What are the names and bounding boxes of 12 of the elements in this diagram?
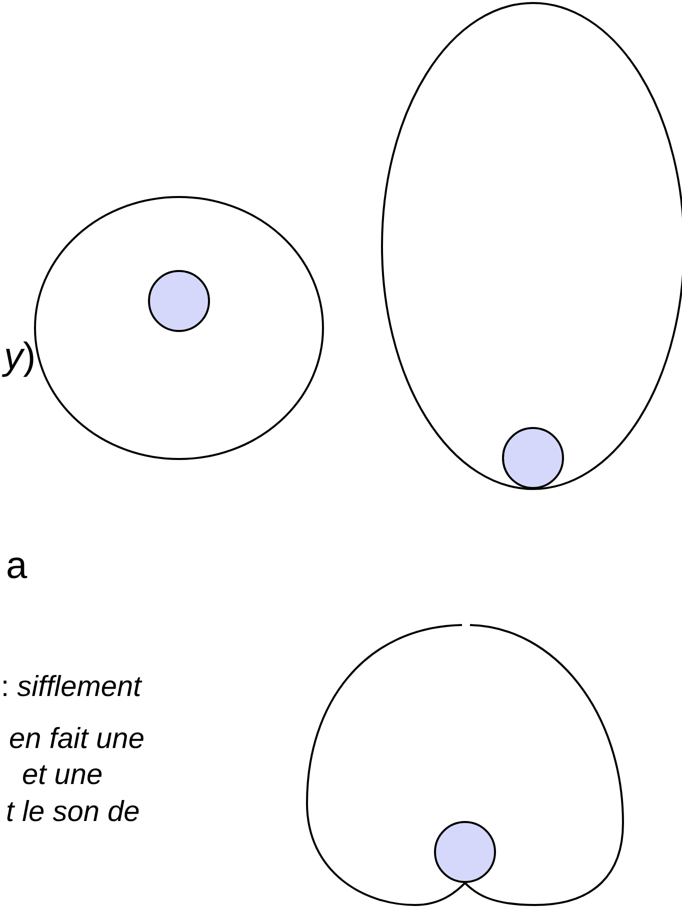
partial-text: y) <box>1 337 37 379</box>
text-line: en fait une <box>8 724 146 756</box>
text-line: : sifflement <box>0 672 144 704</box>
text-line: t le son de <box>5 797 141 829</box>
small-circle <box>148 270 210 332</box>
cardioid-outline <box>305 623 625 907</box>
small-circle <box>502 427 564 489</box>
circle-outline <box>34 196 324 460</box>
text-line: et une <box>21 760 104 792</box>
small-circle <box>434 821 496 883</box>
ellipse-outline <box>381 2 682 490</box>
partial-text: a <box>5 546 28 588</box>
